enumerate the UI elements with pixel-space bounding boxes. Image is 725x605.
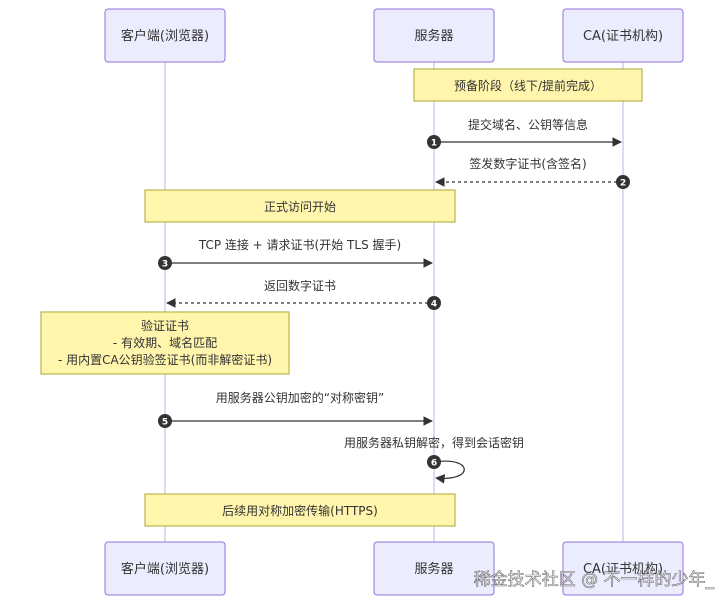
- message-4-label: 返回数字证书: [264, 278, 336, 293]
- message-3-label: TCP 连接 + 请求证书(开始 TLS 握手): [198, 237, 401, 252]
- actor-client-bottom: 客户端(浏览器): [104, 541, 226, 596]
- sequence-number-badge: [158, 256, 172, 270]
- message-6-arrow: [433, 460, 465, 484]
- sequence-number-badge: [616, 175, 630, 189]
- note-verify-line-3: - 用内置CA公钥验签证书(而非解密证书): [58, 352, 272, 367]
- message-1-label: 提交域名、公钥等信息: [468, 117, 588, 132]
- message-4: 返回数字证书 4: [166, 278, 441, 310]
- actor-server-top: 服务器: [373, 8, 495, 63]
- note-prep: 预备阶段（线下/提前完成）: [413, 68, 643, 102]
- actor-client-label: 客户端(浏览器): [121, 561, 209, 577]
- actor-ca-label: CA(证书机构): [583, 562, 663, 577]
- actor-ca-bottom: CA(证书机构): [562, 541, 684, 596]
- actor-ca-top: CA(证书机构): [562, 8, 684, 63]
- message-1: 提交域名、公钥等信息 1: [427, 117, 622, 149]
- watermark: 稀金技术社区 @ 不一样的少年_: [474, 570, 715, 590]
- actor-server-bottom: 服务器: [373, 541, 495, 596]
- actor-ca-label: CA(证书机构): [583, 29, 663, 44]
- sequence-number-badge: [158, 414, 172, 428]
- sequence-number: 1: [431, 139, 437, 149]
- message-5-label: 用服务器公钥加密的“对称密钥”: [216, 390, 384, 405]
- actor-client-label: 客户端(浏览器): [121, 28, 209, 44]
- actor-server-label: 服务器: [414, 561, 453, 577]
- sequence-number-badge: [427, 455, 441, 469]
- note-verify-line-2: - 有效期、域名匹配: [113, 335, 217, 350]
- sequence-number: 4: [431, 300, 437, 310]
- message-6: 用服务器私钥解密，得到会话密钥 6: [344, 435, 524, 484]
- message-6-label: 用服务器私钥解密，得到会话密钥: [344, 435, 524, 450]
- message-2-label: 签发数字证书(含签名): [469, 156, 586, 171]
- sequence-number-badge: [427, 296, 441, 310]
- sequence-number: 3: [162, 260, 168, 270]
- actor-client-top: 客户端(浏览器): [104, 8, 226, 63]
- actor-server-label: 服务器: [414, 28, 453, 44]
- message-2: 签发数字证书(含签名) 2: [435, 156, 630, 189]
- note-verify-line-1: 验证证书: [141, 318, 189, 333]
- sequence-number: 6: [431, 459, 437, 469]
- sequence-number: 5: [162, 418, 168, 428]
- message-3: TCP 连接 + 请求证书(开始 TLS 握手) 3: [158, 237, 433, 270]
- note-start-text: 正式访问开始: [264, 200, 336, 214]
- sequence-number: 2: [620, 179, 626, 189]
- note-after-text: 后续用对称加密传输(HTTPS): [222, 503, 378, 518]
- note-start: 正式访问开始: [144, 189, 456, 223]
- note-after: 后续用对称加密传输(HTTPS): [144, 493, 456, 527]
- sequence-number-badge: [427, 135, 441, 149]
- message-5: 用服务器公钥加密的“对称密钥” 5: [158, 390, 433, 428]
- note-prep-text: 预备阶段（线下/提前完成）: [454, 78, 602, 93]
- note-verify: 验证证书 - 有效期、域名匹配 - 用内置CA公钥验签证书(而非解密证书): [40, 311, 290, 375]
